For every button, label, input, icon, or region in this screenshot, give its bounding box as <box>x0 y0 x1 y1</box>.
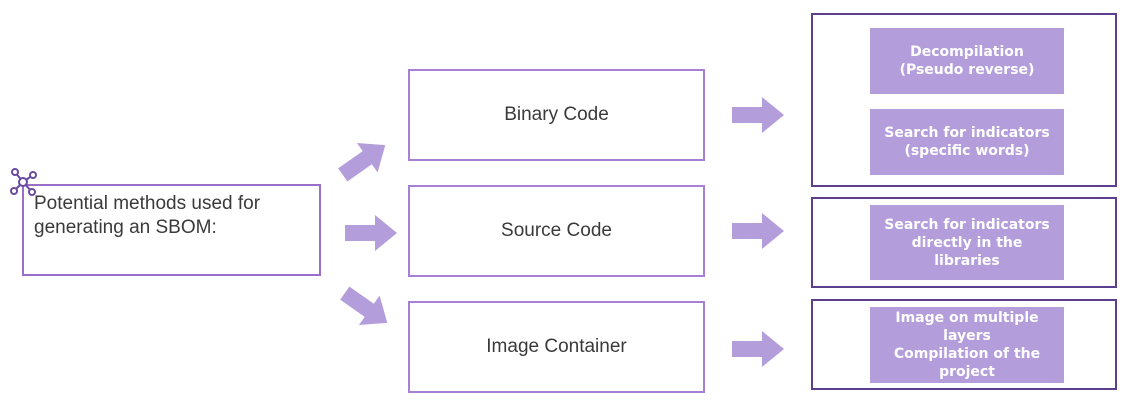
technique-decompilation: Decompilation (Pseudo reverse) <box>870 28 1064 94</box>
method-image-container: Image Container <box>408 301 705 393</box>
arrow-to-binary <box>338 142 386 182</box>
techniques-group-source <box>811 197 1117 288</box>
arrow-binary-to-techniques <box>732 97 784 133</box>
root-label: Potential methods used for generating an… <box>34 193 261 238</box>
techniques-group-binary <box>811 13 1117 187</box>
technique-search-indicators-libraries: Search for indicators directly in the li… <box>870 205 1064 280</box>
arrow-image-to-techniques <box>732 331 784 367</box>
root-node-box <box>22 184 321 276</box>
arrow-source-to-techniques <box>732 213 784 249</box>
arrow-to-image <box>340 286 388 326</box>
techniques-group-image <box>811 299 1117 390</box>
technique-image-layers-compilation: Image on multiple layers Compilation of … <box>870 307 1064 383</box>
technique-search-indicators-words: Search for indicators (specific words) <box>870 109 1064 175</box>
method-source-code: Source Code <box>408 185 705 277</box>
network-icon <box>10 168 37 196</box>
method-binary-code: Binary Code <box>408 69 705 161</box>
arrow-to-source <box>345 215 397 251</box>
